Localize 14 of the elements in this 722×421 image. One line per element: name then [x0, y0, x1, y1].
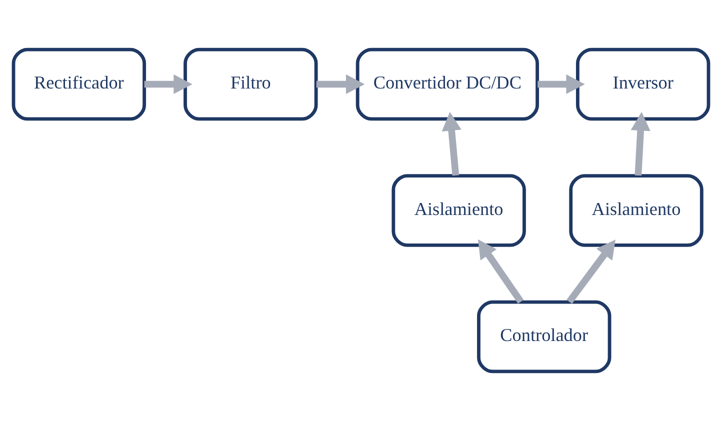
arrow: [144, 74, 192, 94]
arrow: [630, 112, 650, 176]
arrow: [316, 74, 365, 94]
node-box: Aislamiento: [569, 174, 704, 247]
node-box: Rectificador: [12, 48, 146, 121]
node-box: Convertidor DC/DC: [356, 48, 539, 121]
arrow: [442, 112, 462, 176]
arrow: [566, 240, 616, 304]
node-box: Controlador: [477, 300, 612, 374]
node-box: Filtro: [184, 48, 318, 121]
node-box: Inversor: [576, 48, 710, 121]
arrow: [478, 239, 524, 304]
node-box: Aislamiento: [392, 174, 526, 247]
arrow: [538, 74, 585, 94]
